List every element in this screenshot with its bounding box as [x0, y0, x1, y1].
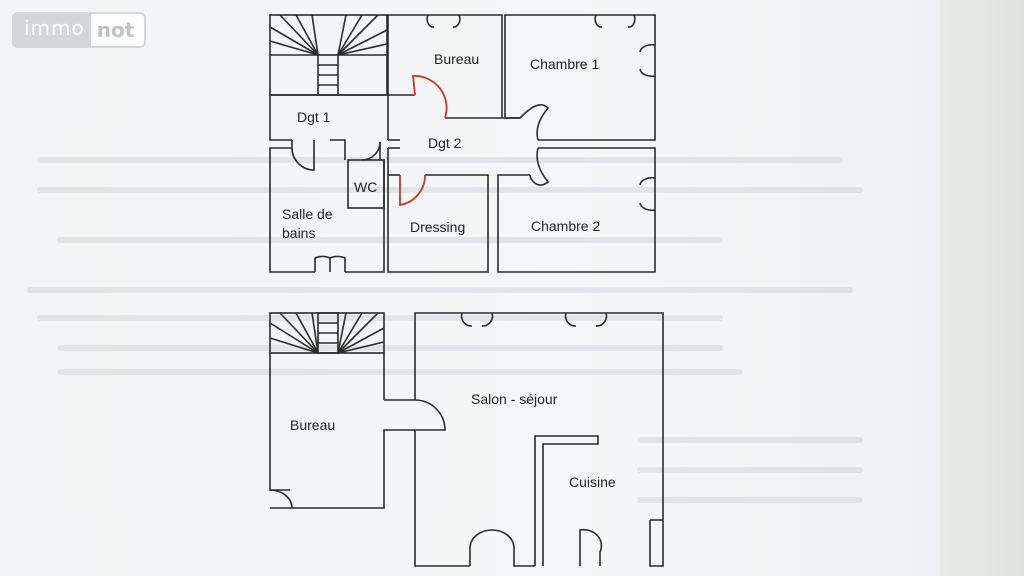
label-dgt2: Dgt 2 — [428, 135, 462, 151]
label-chambre2: Chambre 2 — [531, 218, 600, 234]
ground-floor-plan — [269, 312, 664, 567]
salon-sejour-room — [414, 312, 664, 567]
upper-floor-plan — [269, 14, 656, 273]
corridor — [269, 94, 550, 186]
label-salon-sejour: Salon - séjour — [471, 391, 558, 407]
ground-bureau-room — [269, 353, 446, 509]
ground-staircase — [269, 312, 385, 354]
label-cuisine: Cuisine — [569, 474, 616, 490]
immonot-watermark: immo not — [12, 12, 147, 48]
label-wc: WC — [354, 179, 377, 195]
wc-room — [347, 141, 385, 209]
watermark-right: not — [90, 12, 147, 48]
label-dressing: Dressing — [410, 219, 465, 235]
label-ground-bureau: Bureau — [290, 417, 335, 433]
cuisine-room — [534, 435, 603, 566]
label-salle-de-bains-1: Salle de — [282, 206, 333, 222]
label-upper-bureau: Bureau — [434, 51, 479, 67]
upper-bureau-room — [387, 14, 503, 119]
upper-staircase — [269, 14, 388, 96]
label-salle-de-bains-2: bains — [282, 225, 315, 241]
show-through-text — [27, 157, 863, 503]
label-dgt1: Dgt 1 — [297, 109, 331, 125]
dressing-door-swing — [399, 174, 426, 207]
highlighted-doors — [399, 75, 448, 207]
label-chambre1: Chambre 1 — [530, 56, 599, 72]
dressing-room — [387, 170, 489, 273]
chambre2-room — [497, 147, 656, 273]
watermark-left: immo — [12, 12, 91, 48]
background-edge — [940, 0, 1024, 576]
chambre1-room — [504, 14, 656, 141]
bureau-door-swing — [412, 75, 448, 119]
